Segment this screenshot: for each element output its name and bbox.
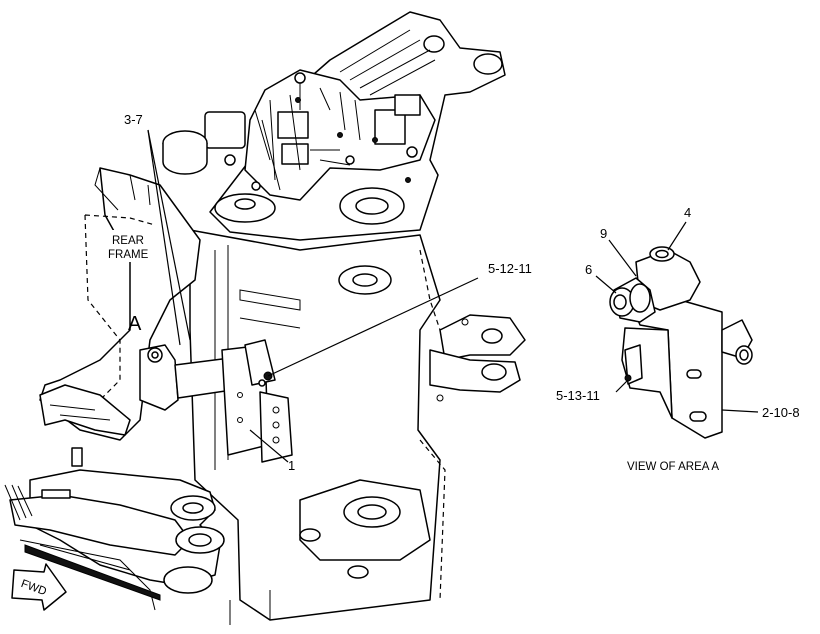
leader-1 xyxy=(249,429,289,463)
leader-2-10-8 xyxy=(721,409,759,413)
rear-frame-assembly xyxy=(4,11,526,625)
label-area-a: A xyxy=(128,313,142,335)
leader-9 xyxy=(608,239,637,277)
mounting-bracket xyxy=(139,339,293,463)
leader-5-13-11 xyxy=(615,379,629,393)
callout-1: 1 xyxy=(288,458,295,473)
callout-9: 9 xyxy=(600,226,607,241)
leader-5-12-11 xyxy=(267,277,479,377)
callout-2-10-8: 2-10-8 xyxy=(762,405,800,420)
label-rear-frame-1: REAR xyxy=(112,235,144,247)
callout-5-13-11: 5-13-11 xyxy=(556,388,600,403)
hydraulic-valve-block xyxy=(204,69,436,201)
callout-5-12-11: 5-12-11 xyxy=(488,261,532,276)
callout-4: 4 xyxy=(684,205,691,220)
detail-view-area-a xyxy=(595,221,759,439)
view-caption: VIEW OF AREA A xyxy=(627,461,719,473)
leader-3-7 xyxy=(147,129,191,341)
label-rear-frame-2: FRAME xyxy=(108,249,149,261)
leader-4 xyxy=(667,221,687,251)
fwd-arrow-icon xyxy=(11,563,67,611)
callout-3-7: 3-7 xyxy=(124,112,143,127)
leader-6 xyxy=(595,275,617,294)
leader-lines xyxy=(147,129,479,463)
callout-6: 6 xyxy=(585,262,592,277)
